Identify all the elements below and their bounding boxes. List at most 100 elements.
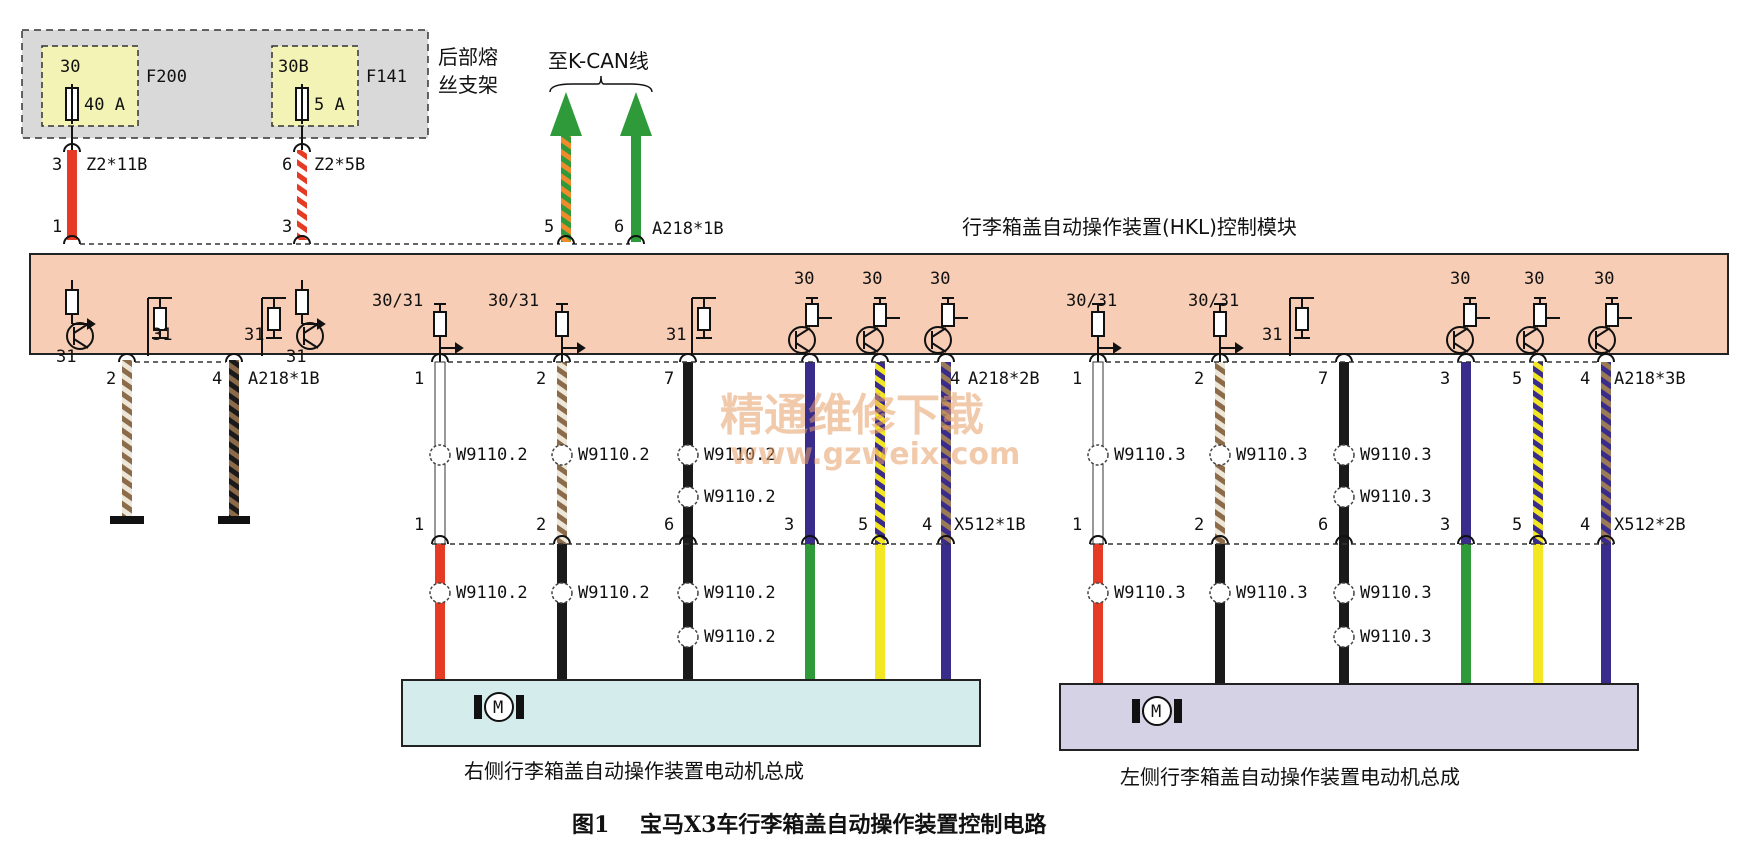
resistor-icon	[1533, 297, 1560, 327]
l-top-pin-1: 1	[1072, 369, 1082, 389]
ground-pin-4: 4	[212, 369, 222, 389]
r-mid-connector: X512*1B	[954, 515, 1026, 535]
wire-left-lower	[1339, 544, 1349, 684]
l-mid-pin-4: 4	[1580, 515, 1590, 535]
watermark-cn: 精通维修下载	[720, 390, 984, 441]
fuse-box-label-1: 后部熔	[438, 45, 498, 69]
kcan-pin-5: 5	[544, 217, 554, 237]
fuse-box-label-2: 丝支架	[438, 73, 498, 97]
wire-right-upper	[941, 362, 951, 544]
splice-icon	[1333, 486, 1355, 508]
ground-icon	[110, 516, 144, 524]
module-internal-components	[65, 280, 1632, 362]
left-motor-icon: M	[1132, 696, 1182, 726]
connector-pin	[431, 353, 449, 363]
v30-label-6: 30	[1594, 269, 1614, 289]
splice-label-l5: W9110.3	[1114, 583, 1186, 603]
resistor-icon	[1213, 303, 1244, 362]
splice-icon	[1087, 582, 1109, 604]
resistor-icon	[433, 303, 464, 362]
fuse-f200-terminal: 30	[60, 57, 80, 77]
connector-pin	[1597, 353, 1615, 363]
kcan-connector: A218*1B	[652, 219, 724, 239]
wire-left-lower	[1093, 544, 1103, 684]
transistor-icon	[924, 326, 952, 354]
splice-label-l6: W9110.3	[1236, 583, 1308, 603]
fuse-box: 30 40 A F200 30B 5 A F141 后部熔 丝支架	[21, 29, 498, 139]
transistor-icon	[1516, 326, 1544, 354]
fuse-f200-rating: 40 A	[84, 95, 125, 115]
splice-icon	[677, 582, 699, 604]
connector-pin	[937, 353, 955, 363]
splice-icon	[429, 444, 451, 466]
transistor-icon	[788, 326, 816, 354]
wire-right-lower	[683, 544, 693, 680]
right-assembly-label: 右侧行李箱盖自动操作装置电动机总成	[464, 759, 804, 783]
transistor-icon	[1446, 326, 1474, 354]
splice-icon	[1333, 582, 1355, 604]
connector-pin	[1457, 353, 1475, 363]
splice-icon	[1333, 626, 1355, 648]
r-mid-pin-3: 3	[784, 515, 794, 535]
splice-label-r2: W9110.2	[578, 445, 650, 465]
connector-pin	[1335, 535, 1353, 545]
wire-left-upper	[1461, 362, 1471, 544]
splice-label-l4: W9110.3	[1360, 487, 1432, 507]
connector-pin	[1529, 535, 1547, 545]
l-mid-pin-3: 3	[1440, 515, 1450, 535]
resistor-icon	[873, 297, 900, 327]
connector-pin	[1089, 535, 1107, 545]
connector-pin	[801, 353, 819, 363]
connector-pin	[1597, 535, 1615, 545]
v30-label-1: 30	[794, 269, 814, 289]
wire-right-lower	[435, 544, 445, 680]
splice-icon	[551, 444, 573, 466]
fuse-f200-id: F200	[146, 67, 187, 87]
wire-right-upper	[875, 362, 885, 544]
v30-label-4: 30	[1450, 269, 1470, 289]
wire-left-lower	[1601, 544, 1611, 684]
splice-icon	[1087, 444, 1109, 466]
connector-pin	[553, 353, 571, 363]
resistor-icon	[691, 297, 716, 356]
wire-left-lower	[1215, 544, 1225, 684]
r-top-pin-4: 4	[950, 369, 960, 389]
wire-code-z2-11b: Z2*11B	[86, 155, 147, 175]
wire-right-lower	[557, 544, 567, 680]
resistor-icon	[805, 297, 832, 327]
connector-pin	[1211, 353, 1229, 363]
connector-pin	[1529, 353, 1547, 363]
splice-icon	[429, 582, 451, 604]
wire-left-upper	[1601, 362, 1611, 544]
ground-pin-2: 2	[106, 369, 116, 389]
v3031-label-4: 30/31	[1188, 291, 1239, 311]
module-title: 行李箱盖自动操作装置(HKL)控制模块	[962, 215, 1297, 239]
right-motor-icon: M	[474, 692, 524, 722]
ground-connector: A218*1B	[248, 369, 320, 389]
r-top-pin-7: 7	[664, 369, 674, 389]
connector-pin	[1335, 353, 1353, 363]
resistor-icon	[295, 280, 326, 330]
resistor-icon	[261, 297, 286, 356]
connector-pin	[1457, 535, 1475, 545]
splice-label-r1: W9110.2	[456, 445, 528, 465]
transistor-icon	[856, 326, 884, 354]
r-top-pin-1: 1	[414, 369, 424, 389]
splice-icon	[677, 444, 699, 466]
connector-pin	[871, 535, 889, 545]
r-mid-pin-6: 6	[664, 515, 674, 535]
v3031-label-1: 30/31	[372, 291, 423, 311]
splice-icon	[677, 626, 699, 648]
wire-left-lower	[1461, 544, 1471, 684]
connector-pin	[118, 353, 136, 363]
wire-z2-5b	[297, 150, 307, 240]
gnd-label-6: 31	[1262, 325, 1282, 345]
v3031-label-3: 30/31	[1066, 291, 1117, 311]
connector-pin	[801, 535, 819, 545]
splice-icon	[1333, 444, 1355, 466]
wire-right-upper	[805, 362, 815, 544]
kcan-lines	[549, 75, 653, 245]
pin-1: 1	[52, 217, 62, 237]
connector-pin	[431, 535, 449, 545]
r-mid-pin-1: 1	[414, 515, 424, 535]
